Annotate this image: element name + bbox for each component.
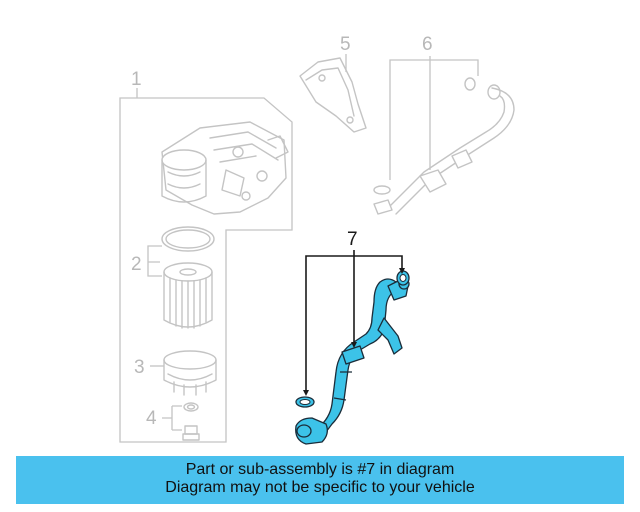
leader-7-arrow-b: [399, 268, 405, 274]
banner-line-1: Part or sub-assembly is #7 in diagram: [185, 461, 455, 478]
callout-5: 5: [340, 34, 351, 55]
callout-6: 6: [422, 34, 433, 55]
oil-filter-element: [161, 226, 215, 329]
callout-2: 2: [131, 254, 142, 275]
leader-7: [305, 250, 403, 394]
filter-cap: [163, 350, 217, 396]
filter-housing: [161, 121, 289, 215]
leader-7-arrow-c: [351, 342, 357, 348]
leader-2: [147, 245, 162, 277]
leader-4: [162, 405, 182, 431]
callout-4: 4: [146, 408, 157, 429]
banner-line-2: Diagram may not be specific to your vehi…: [165, 479, 475, 496]
callout-7: 7: [347, 229, 358, 250]
parts-diagram: 1 2 3 4 5 6 7: [119, 34, 515, 445]
upper-oil-line: [373, 77, 515, 215]
oil-cooler-line-highlighted: [295, 270, 410, 445]
leader-6: [389, 56, 479, 180]
info-banner: Part or sub-assembly is #7 in diagram Di…: [16, 456, 624, 504]
callout-1: 1: [131, 69, 142, 90]
bracket: [299, 57, 367, 133]
assembly-1-outline: [119, 88, 293, 443]
callout-3: 3: [134, 357, 145, 378]
leader-7-arrow-a: [303, 390, 309, 396]
drain-plug: [182, 402, 200, 441]
